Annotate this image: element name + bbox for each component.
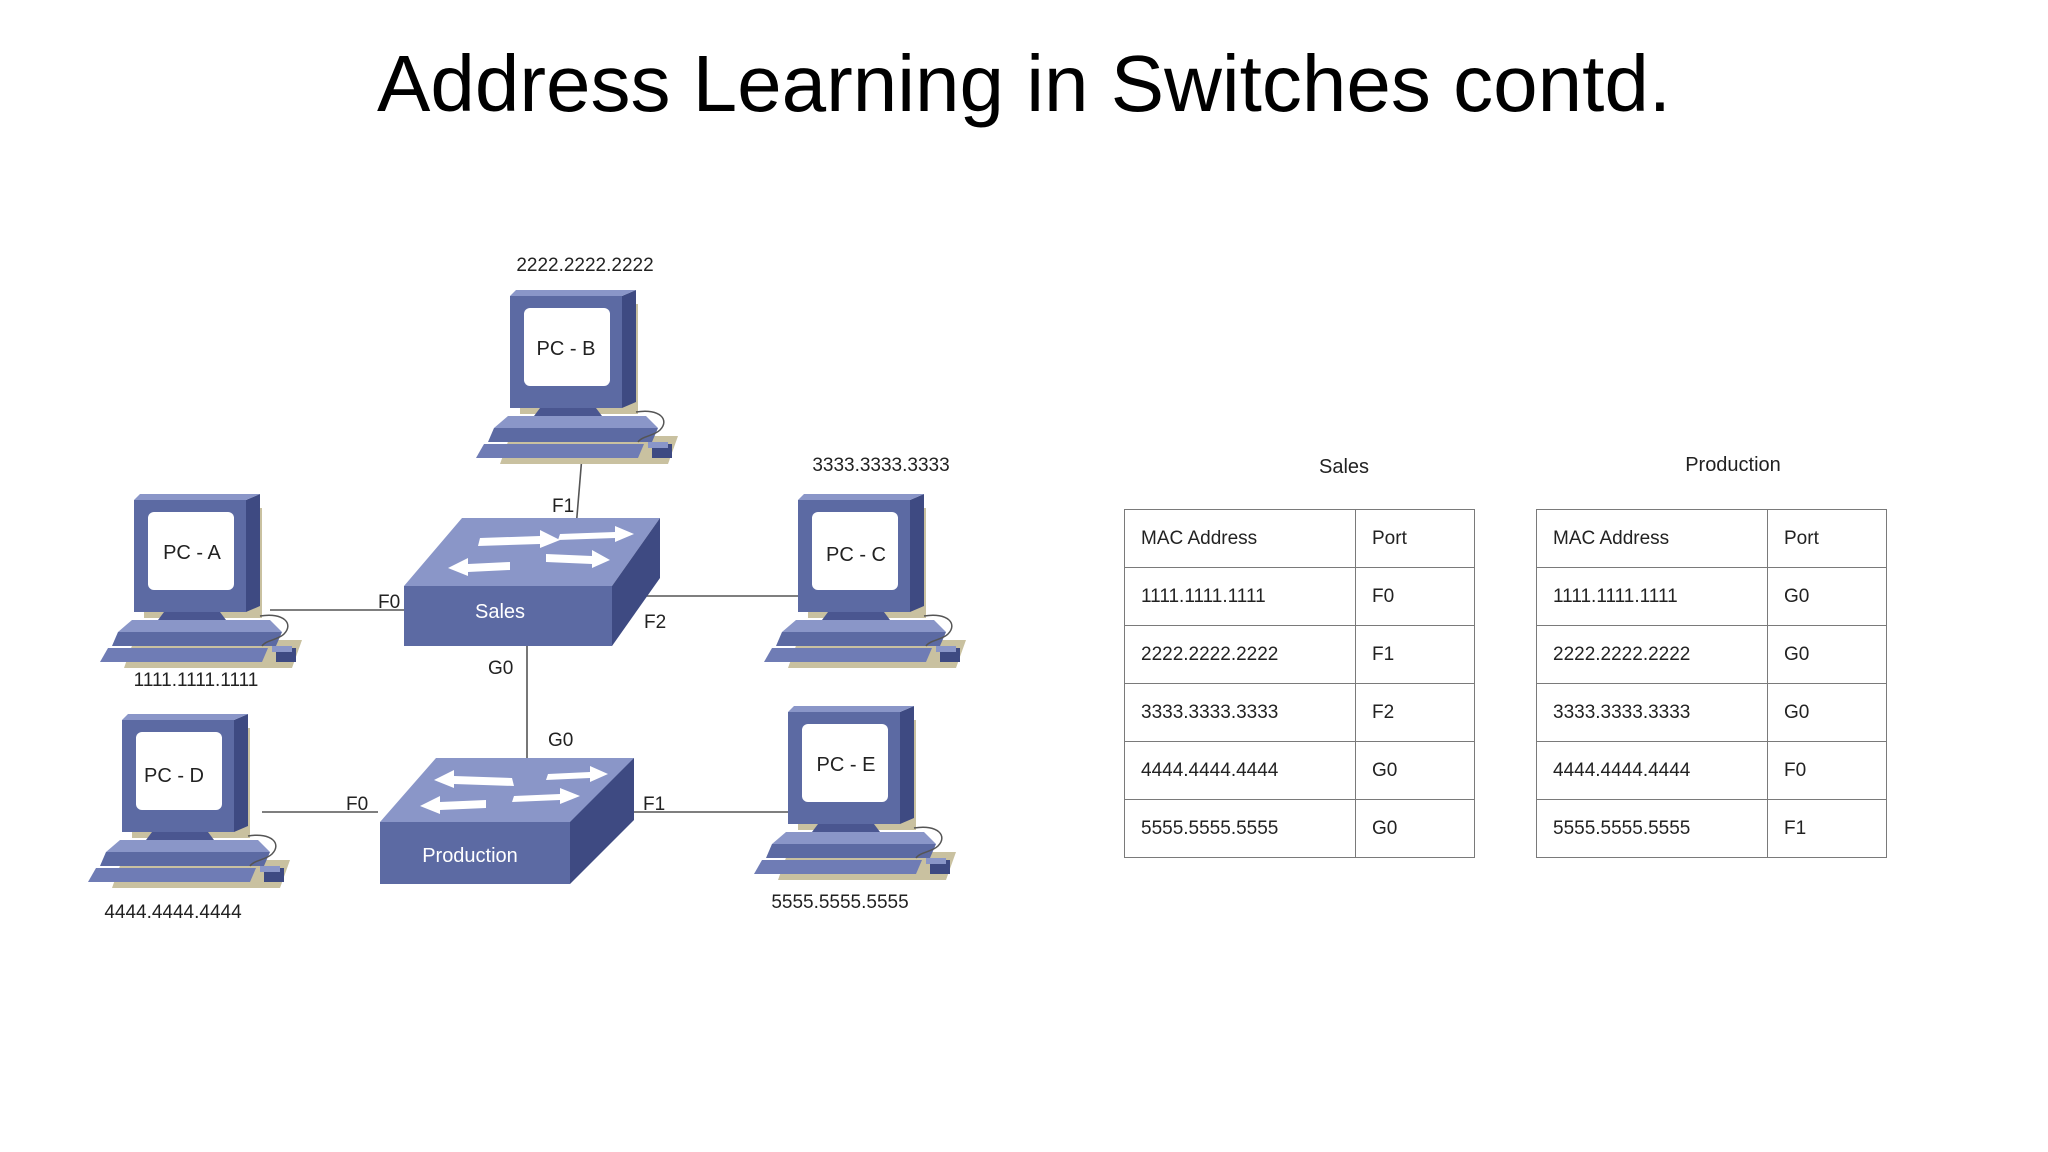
pc-c-label: PC - C — [826, 544, 886, 566]
port-cell: F1 — [1355, 625, 1475, 684]
port-label-prod-f0: F0 — [346, 794, 368, 815]
port-cell: F2 — [1355, 683, 1475, 742]
table-row: 2222.2222.2222 G0 — [1536, 625, 1887, 684]
table-row: 2222.2222.2222 F1 — [1124, 625, 1475, 684]
port-cell: F0 — [1767, 741, 1887, 800]
port-cell: G0 — [1767, 683, 1887, 742]
port-label-sales-f0: F0 — [378, 592, 400, 613]
network-diagram: PC - B 2222.2222.2222 PC - A 1111.1111.1… — [87, 255, 967, 923]
computer-icon — [99, 493, 303, 669]
table-row: 3333.3333.3333 G0 — [1536, 683, 1887, 742]
port-cell: G0 — [1767, 625, 1887, 684]
port-label-prod-g0: G0 — [548, 730, 573, 751]
pc-d-mac: 4444.4444.4444 — [104, 902, 242, 923]
mac-cell: 3333.3333.3333 — [1536, 683, 1768, 742]
pc-a-node: PC - A — [99, 493, 303, 669]
mac-cell: 4444.4444.4444 — [1536, 741, 1768, 800]
sales-switch-label: Sales — [475, 601, 525, 623]
sales-mac-table: MAC Address Port 1111.1111.1111 F0 2222.… — [1124, 509, 1475, 858]
port-label-sales-g0: G0 — [488, 658, 513, 679]
table-header-cell: Port — [1355, 509, 1475, 568]
production-table-caption: Production — [1685, 454, 1781, 476]
mac-cell: 1111.1111.1111 — [1124, 567, 1356, 626]
switch-front — [380, 822, 570, 884]
production-mac-table: MAC Address Port 1111.1111.1111 G0 2222.… — [1536, 509, 1887, 858]
table-header-cell: MAC Address — [1124, 509, 1356, 568]
switch-arrows-icon — [420, 766, 608, 814]
port-cell: F1 — [1767, 799, 1887, 858]
pc-c-mac: 3333.3333.3333 — [812, 455, 949, 476]
computer-icon — [753, 705, 957, 881]
switch-side — [570, 758, 634, 884]
table-row: 5555.5555.5555 G0 — [1124, 799, 1475, 858]
mac-cell: 3333.3333.3333 — [1124, 683, 1356, 742]
port-cell: G0 — [1355, 799, 1475, 858]
port-cell: F0 — [1355, 567, 1475, 626]
table-header-row: MAC Address Port — [1536, 509, 1887, 568]
pc-e-mac: 5555.5555.5555 — [771, 892, 908, 913]
pc-b-label: PC - B — [537, 338, 596, 360]
pc-a-label: PC - A — [163, 542, 221, 564]
mac-cell: 5555.5555.5555 — [1536, 799, 1768, 858]
pc-e-node: PC - E — [753, 705, 957, 881]
table-row: 4444.4444.4444 F0 — [1536, 741, 1887, 800]
computer-icon — [475, 289, 679, 465]
slide-title: Address Learning in Switches contd. — [376, 39, 1672, 128]
pc-e-label: PC - E — [817, 754, 876, 776]
links — [262, 455, 800, 813]
mac-cell: 2222.2222.2222 — [1124, 625, 1356, 684]
sales-table-caption: Sales — [1318, 456, 1370, 478]
production-switch: Production — [380, 758, 634, 884]
mac-cell: 4444.4444.4444 — [1124, 741, 1356, 800]
table-row: 5555.5555.5555 F1 — [1536, 799, 1887, 858]
table-header-cell: MAC Address — [1536, 509, 1768, 568]
computer-icon — [763, 493, 967, 669]
table-header-cell: Port — [1767, 509, 1887, 568]
table-row: 1111.1111.1111 G0 — [1536, 567, 1887, 626]
table-header-row: MAC Address Port — [1124, 509, 1475, 568]
table-row: 1111.1111.1111 F0 — [1124, 567, 1475, 626]
table-row: 4444.4444.4444 G0 — [1124, 741, 1475, 800]
table-row: 3333.3333.3333 F2 — [1124, 683, 1475, 742]
pc-a-mac: 1111.1111.1111 — [134, 670, 259, 691]
port-label-sales-f2: F2 — [644, 612, 666, 633]
port-label-prod-f1: F1 — [643, 794, 665, 815]
pc-b-node: PC - B — [475, 289, 679, 465]
pc-d-node: PC - D — [87, 713, 291, 889]
sales-switch: Sales — [404, 518, 660, 646]
port-label-sales-f1: F1 — [552, 496, 574, 517]
production-switch-label: Production — [422, 845, 518, 867]
switch-side — [612, 518, 660, 646]
mac-cell: 5555.5555.5555 — [1124, 799, 1356, 858]
port-cell: G0 — [1355, 741, 1475, 800]
mac-cell: 1111.1111.1111 — [1536, 567, 1768, 626]
pc-d-label: PC - D — [144, 765, 204, 787]
mac-cell: 2222.2222.2222 — [1536, 625, 1768, 684]
link-sales-pc-b — [575, 455, 583, 529]
switch-front — [404, 586, 612, 646]
pc-b-mac: 2222.2222.2222 — [516, 255, 653, 276]
computer-icon — [87, 713, 291, 889]
port-cell: G0 — [1767, 567, 1887, 626]
switch-arrows-icon — [448, 526, 634, 576]
pc-c-node: PC - C — [763, 493, 967, 669]
